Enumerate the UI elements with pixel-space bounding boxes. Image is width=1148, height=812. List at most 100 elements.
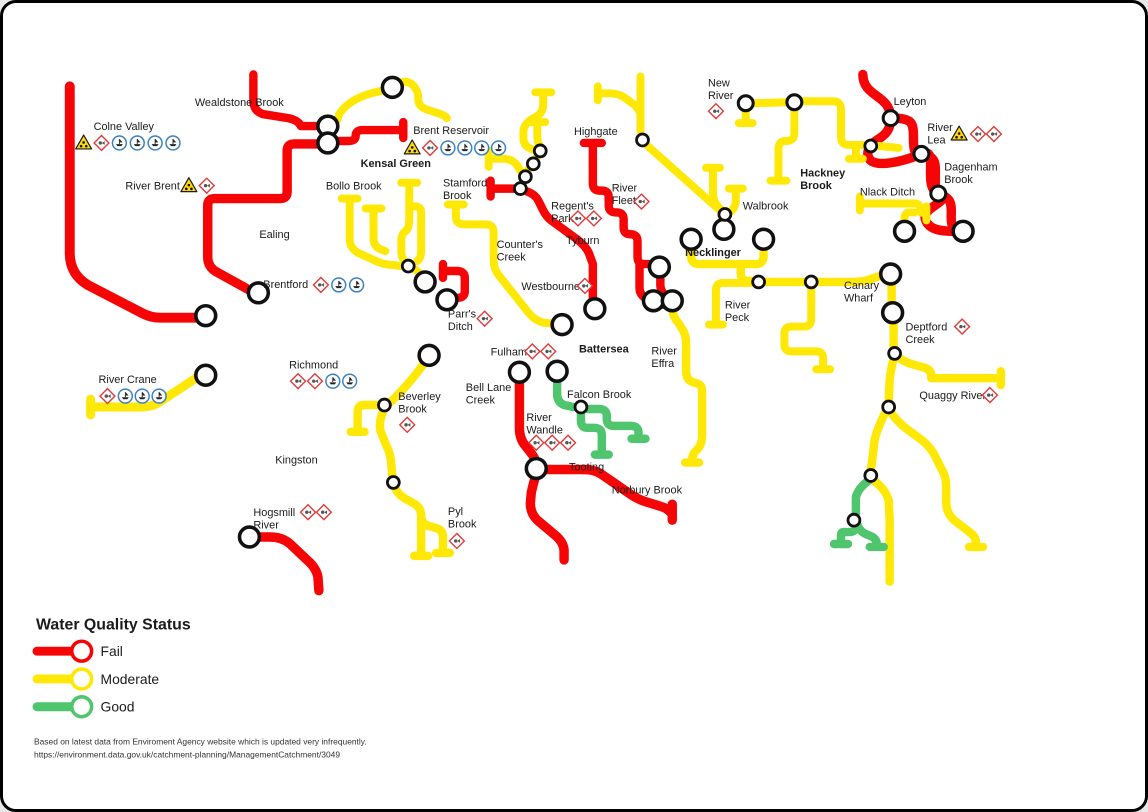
hazard-diamond-icon xyxy=(198,177,216,195)
river-line-river-effra xyxy=(668,301,707,467)
station-marker xyxy=(863,138,879,154)
river-line-brent-chain-stub-c xyxy=(484,146,525,175)
river-line-colne-valley xyxy=(64,81,203,323)
hazard-diamond-icon xyxy=(93,134,110,152)
map-label: Colne Valley xyxy=(94,121,155,133)
hazard-diamond-icon xyxy=(585,209,603,227)
station-marker xyxy=(583,297,607,321)
river-line-dagenham-brook xyxy=(885,113,964,236)
station-marker xyxy=(803,274,819,290)
station-marker xyxy=(881,399,897,415)
hazard-diamond-icon xyxy=(569,209,587,227)
hazard-diamond-icon xyxy=(398,416,416,434)
river-line-falcon-brook xyxy=(552,372,650,459)
warning-triangle-icon xyxy=(950,125,968,141)
hazard-diamond-icon xyxy=(576,277,594,295)
river-line-tyburn-westbourne xyxy=(523,187,598,305)
map-label: Richmond xyxy=(289,359,338,371)
footnote-line2: https://environment.data.gov.uk/catchmen… xyxy=(34,749,340,759)
hazard-diamond-icon xyxy=(476,310,494,328)
river-line-nlack-ditch xyxy=(855,192,931,227)
hazard-diamond-icon xyxy=(633,193,650,210)
station-marker xyxy=(524,456,548,481)
station-marker xyxy=(912,144,931,163)
station-marker xyxy=(641,289,666,313)
map-label: Westbourne xyxy=(521,281,580,293)
station-marker xyxy=(573,399,589,415)
stations-layer xyxy=(194,75,975,549)
activity-circle-icon xyxy=(341,373,358,389)
hazard-diamond-icon xyxy=(306,372,324,390)
river-line-brent-chain-stub-b xyxy=(525,118,550,149)
station-marker xyxy=(717,207,733,222)
river-line-moselle-link xyxy=(593,72,723,214)
footnote-line1: Based on latest data from Enviroment Age… xyxy=(34,736,367,746)
legend-item-label: Fail xyxy=(101,643,123,659)
river-line-norbury-brook xyxy=(540,464,677,525)
station-marker xyxy=(518,169,533,185)
legend-item-fail: Fail xyxy=(32,639,123,663)
station-marker xyxy=(878,262,903,286)
station-marker xyxy=(951,219,975,244)
legend-swatch-station xyxy=(69,695,94,719)
hazard-diamond-icon xyxy=(969,125,987,143)
station-marker xyxy=(385,475,401,490)
hazard-diamond-icon xyxy=(421,139,439,157)
river-line-brent-reservoir xyxy=(331,117,408,146)
station-marker xyxy=(785,93,804,112)
station-marker xyxy=(863,468,879,483)
map-label: Ealing xyxy=(259,229,289,241)
river-line-hackney-brook xyxy=(766,105,799,185)
station-marker xyxy=(880,300,905,325)
station-marker xyxy=(194,303,218,328)
hazard-diamond-icon xyxy=(523,342,541,360)
river-lines-layer xyxy=(64,69,1006,596)
activity-circle-icon xyxy=(147,135,163,151)
map-label: Necklinger xyxy=(685,247,742,259)
map-label: Brentford xyxy=(263,279,308,291)
river-line-beverley-brook-pyl xyxy=(346,359,455,561)
map-label: Kensal Green xyxy=(361,158,431,170)
map-label: Tooting xyxy=(569,462,604,474)
hazard-diamond-icon xyxy=(543,434,561,452)
activity-circle-icon xyxy=(325,373,341,389)
map-label: Kingston xyxy=(275,455,317,467)
activity-circle-icon xyxy=(117,388,134,404)
station-marker xyxy=(660,289,684,313)
river-line-stamford-brook xyxy=(486,176,519,201)
station-marker xyxy=(246,281,271,305)
station-marker xyxy=(380,75,405,100)
river-line-walbrook xyxy=(702,163,747,216)
station-marker xyxy=(545,359,569,383)
river-line-wealdstone-brook xyxy=(249,70,322,131)
map-label: River Brent xyxy=(125,181,180,193)
activity-circle-icon xyxy=(111,135,128,151)
activity-circle-icon xyxy=(134,388,150,404)
station-marker xyxy=(513,181,528,196)
map-label: Wealdstone Brook xyxy=(195,97,284,109)
station-marker xyxy=(435,288,459,312)
hazard-diamond-icon xyxy=(315,503,333,521)
legend-item-label: Moderate xyxy=(101,671,160,687)
hazard-diamond-icon xyxy=(981,386,999,404)
legend-title: Water Quality Status xyxy=(36,616,191,633)
legend-swatch-station xyxy=(69,639,94,663)
station-marker xyxy=(417,343,441,368)
station-marker xyxy=(647,255,672,279)
warning-triangle-icon xyxy=(403,139,421,155)
river-line-parrs-ditch xyxy=(438,259,470,303)
map-label: Nlack Ditch xyxy=(860,187,915,199)
station-marker xyxy=(550,312,574,337)
hazard-diamond-icon xyxy=(289,372,307,390)
